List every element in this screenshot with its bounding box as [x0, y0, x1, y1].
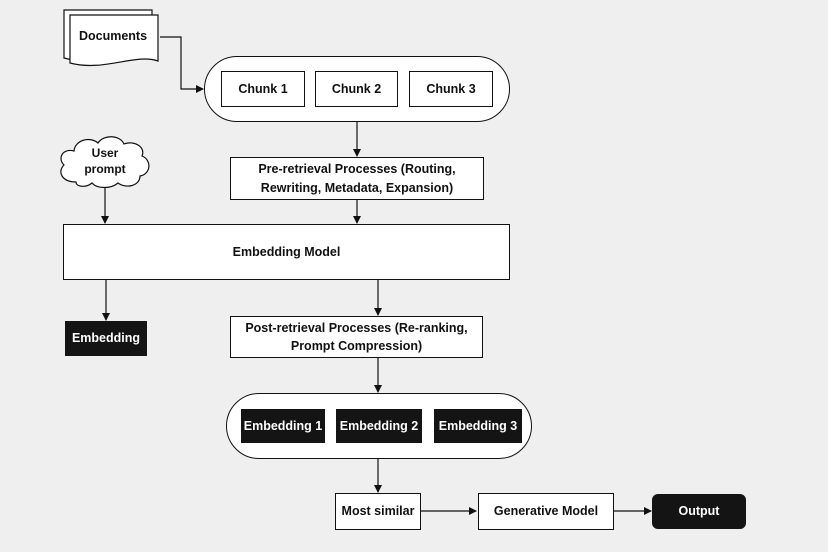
chunk-2: Chunk 2: [315, 71, 398, 107]
embedding-3: Embedding 3: [434, 409, 522, 443]
generative-model: Generative Model: [478, 493, 614, 530]
documents-label: Documents: [78, 29, 148, 43]
embedding-model: Embedding Model: [63, 224, 510, 280]
embedding-output: Embedding: [65, 321, 147, 356]
arrow-documents-to-chunks: [160, 36, 204, 93]
most-similar: Most similar: [335, 493, 421, 530]
pre-retrieval-processes: Pre-retrieval Processes (Routing, Rewrit…: [230, 157, 484, 200]
user-prompt-label: User prompt: [84, 146, 126, 176]
pre-retrieval-line-2: Rewriting, Metadata, Expansion): [260, 180, 454, 195]
chunk-1: Chunk 1: [221, 71, 305, 107]
pre-retrieval-line-1: Pre-retrieval Processes (Routing,: [258, 162, 456, 177]
embedding-1: Embedding 1: [241, 409, 325, 443]
post-retrieval-line-2: Prompt Compression): [290, 339, 423, 353]
post-retrieval-processes: Post-retrieval Processes (Re-ranking, Pr…: [230, 316, 483, 358]
embedding-2: Embedding 2: [336, 409, 422, 443]
chunk-3: Chunk 3: [409, 71, 493, 107]
post-retrieval-line-1: Post-retrieval Processes (Re-ranking,: [245, 320, 468, 335]
user-prompt-cloud-icon: [60, 136, 150, 189]
output: Output: [652, 494, 746, 529]
documents-icon: [63, 9, 159, 67]
